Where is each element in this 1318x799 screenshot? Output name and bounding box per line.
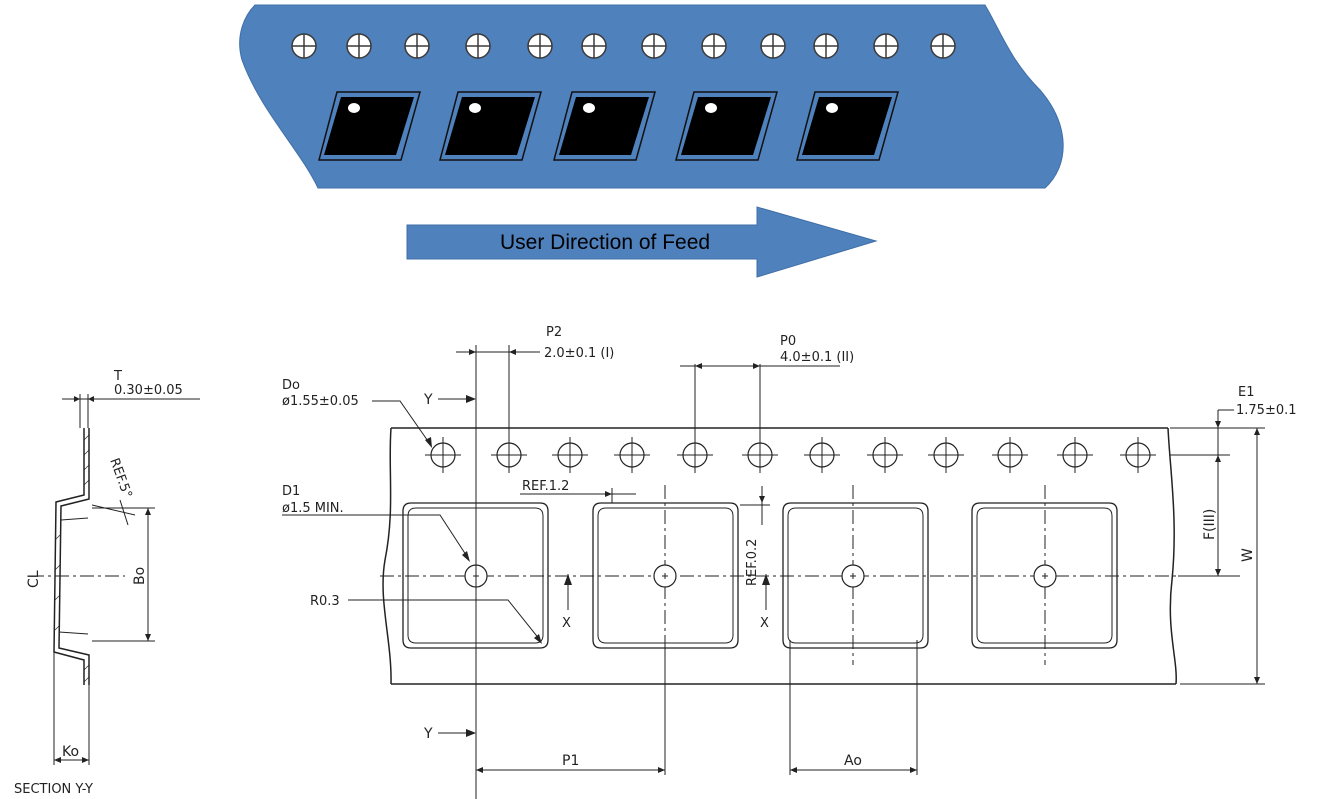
sprocket-hole-icon [527,33,553,59]
thickness-label: T [113,369,122,384]
sprocket-hole-icon [930,33,956,59]
p2-label: P2 [546,325,562,340]
pocket-outline [782,485,929,665]
tape-drawing: P2 2.0±0.1 (I) P0 4.0±0.1 (II) Do ø1.55±… [282,325,1297,799]
centerline-label: CL [26,570,42,588]
sprocket-hole-icon [404,33,430,59]
pin1-dot [826,103,838,113]
sprocket-hole-icon [760,33,786,59]
r0-3-label: R0.3 [310,594,340,609]
section-y-y: T 0.30±0.05 REF.5° [14,369,200,797]
pocket-outline [592,485,739,665]
p1-label: P1 [562,753,579,769]
pin1-dot [705,103,717,113]
sprocket-hole-icon [992,437,1028,473]
component-pocket [675,91,778,161]
pin1-dot [583,103,595,113]
f-label: F(III) [1202,509,1218,540]
pin1-dot [348,103,360,113]
p0-label: P0 [780,334,796,349]
sprocket-holes [425,437,1156,473]
component-pocket [796,91,899,161]
bo-label: Bo [132,567,148,585]
feed-direction-label: User Direction of Feed [500,231,710,254]
ref-angle-label: REF.5° [106,456,134,500]
sprocket-hole-icon [291,33,317,59]
tape-illustration [239,4,1064,189]
p2-value: 2.0±0.1 (I) [544,346,614,361]
x-label-2: X [760,616,769,631]
sprocket-hole-icon [425,437,461,473]
d1-label: D1 [282,484,300,499]
ko-label: Ko [62,744,79,760]
sprocket-hole-icon [804,437,840,473]
sprocket-hole-icon [928,437,964,473]
feed-direction-arrow: User Direction of Feed [406,206,878,278]
sprocket-hole-icon [677,437,713,473]
sprocket-hole-icon [614,437,650,473]
ref-0-2-label: REF.0.2 [745,539,760,586]
sprocket-hole-icon [465,33,491,59]
y-label-bottom: Y [423,726,433,742]
pin1-dot [469,103,481,113]
sprocket-hole-icon [813,33,839,59]
thickness-value: 0.30±0.05 [114,383,183,398]
sprocket-hole-icon [1120,437,1156,473]
d1-value: ø1.5 MIN. [282,501,344,516]
do-value: ø1.55±0.05 [282,394,359,409]
w-label: W [1240,548,1256,562]
sprocket-hole-icon [641,33,667,59]
sprocket-hole-icon [742,437,778,473]
pockets-top [318,91,899,161]
component-pocket [439,91,542,161]
section-title: SECTION Y-Y [14,782,93,797]
ref-1-2-label: REF.1.2 [522,479,569,494]
pockets [402,485,1118,665]
do-label: Do [282,378,300,393]
sprocket-hole-icon [491,437,527,473]
sprocket-hole-icon [581,33,607,59]
sprocket-hole-icon [552,437,588,473]
component-pocket [553,91,656,161]
e1-value: 1.75±0.1 [1236,403,1297,418]
sprocket-hole-icon [346,33,372,59]
sprocket-hole-icon [873,33,899,59]
sprocket-holes-top [291,33,956,59]
component-pocket [318,91,421,161]
y-label-top: Y [423,392,433,408]
x-label-1: X [562,616,571,631]
e1-label: E1 [1238,385,1255,400]
sprocket-hole-icon [701,33,727,59]
p0-value: 4.0±0.1 (II) [780,350,854,365]
pocket-outline [971,485,1118,665]
ao-label: Ao [844,753,862,769]
sprocket-hole-icon [867,437,903,473]
sprocket-hole-icon [1057,437,1093,473]
